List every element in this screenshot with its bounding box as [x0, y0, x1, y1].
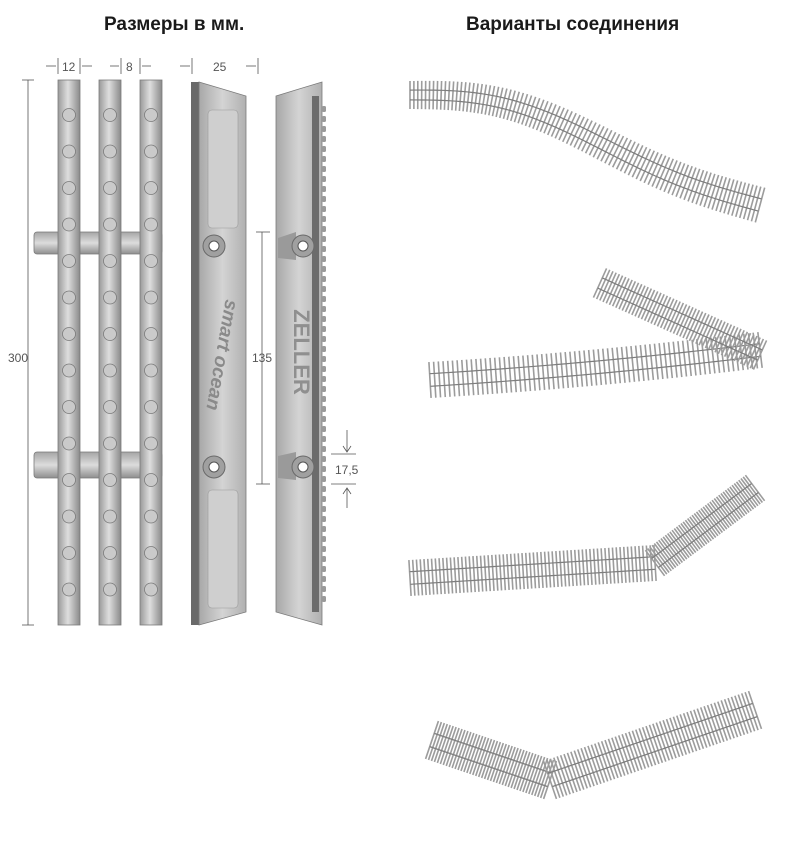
- variant-right-arm-b: [644, 474, 766, 577]
- dim-rail-width: 12: [62, 60, 76, 74]
- profile-front: smart ocean: [191, 81, 247, 626]
- rail-studs: [62, 108, 158, 597]
- profile-back: ZELLER: [275, 81, 326, 626]
- variant-s-curve: [409, 80, 766, 223]
- dim-end-offset: 17,5: [335, 463, 359, 477]
- dim-gap: 8: [126, 60, 133, 74]
- variant-obtuse-arm-a: [424, 720, 558, 800]
- rail-1: [57, 79, 81, 626]
- profile-back-bumps: [322, 106, 326, 602]
- variant-acute-arm-b: [592, 268, 768, 370]
- dimension-lines-left: [22, 58, 259, 626]
- rail-3: [139, 79, 163, 626]
- connection-variants: [408, 80, 768, 800]
- variants-title: Варианты соединения: [466, 14, 680, 35]
- profile-back-label: ZELLER: [289, 309, 314, 395]
- dim-hole-spacing: 135: [252, 351, 272, 365]
- variant-obtuse-arm-b: [542, 690, 763, 800]
- dimension-lines-right: [256, 231, 356, 508]
- dimensions-title: Размеры в мм.: [104, 14, 245, 35]
- rails-assembly: [33, 79, 163, 626]
- variant-acute-arm-a: [428, 332, 763, 399]
- rail-2: [98, 79, 122, 626]
- variant-right-arm-a: [408, 544, 657, 597]
- dim-profile-width: 25: [213, 60, 227, 74]
- dim-length: 300: [8, 351, 28, 365]
